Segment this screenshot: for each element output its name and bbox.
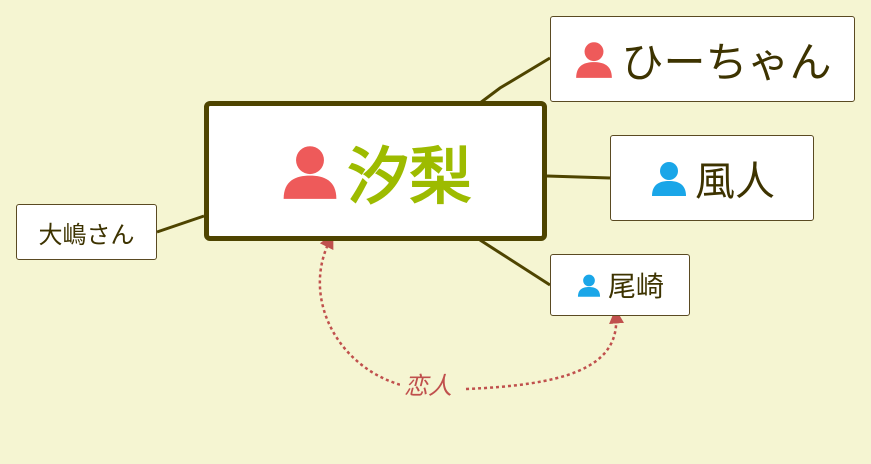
topic-kazato[interactable]: 風人 [610, 135, 814, 221]
person-icon [284, 146, 337, 199]
person-icon [576, 42, 613, 78]
person-icon [652, 162, 686, 196]
connector-oshima [156, 214, 205, 234]
topic-hichan-label: ひーちゃん [621, 37, 832, 87]
topic-ozaki-label: 尾崎 [607, 270, 664, 303]
central-topic-shiori[interactable]: 汐梨 [204, 101, 547, 241]
connector-ozaki [479, 238, 551, 287]
topic-ozaki[interactable]: 尾崎 [550, 254, 690, 316]
relationship-label[interactable]: 恋人 [400, 366, 456, 401]
topic-hichan[interactable]: ひーちゃん [550, 16, 855, 102]
connector-hichan [479, 56, 551, 105]
topic-oshima-label: 大嶋さん [38, 220, 135, 249]
central-topic-label: 汐梨 [347, 140, 472, 213]
topic-oshima[interactable]: 大嶋さん [16, 204, 157, 260]
relationship-arrow [318, 240, 616, 391]
connector-kazato [546, 174, 611, 180]
person-icon [577, 274, 601, 297]
topic-kazato-label: 風人 [695, 159, 775, 205]
